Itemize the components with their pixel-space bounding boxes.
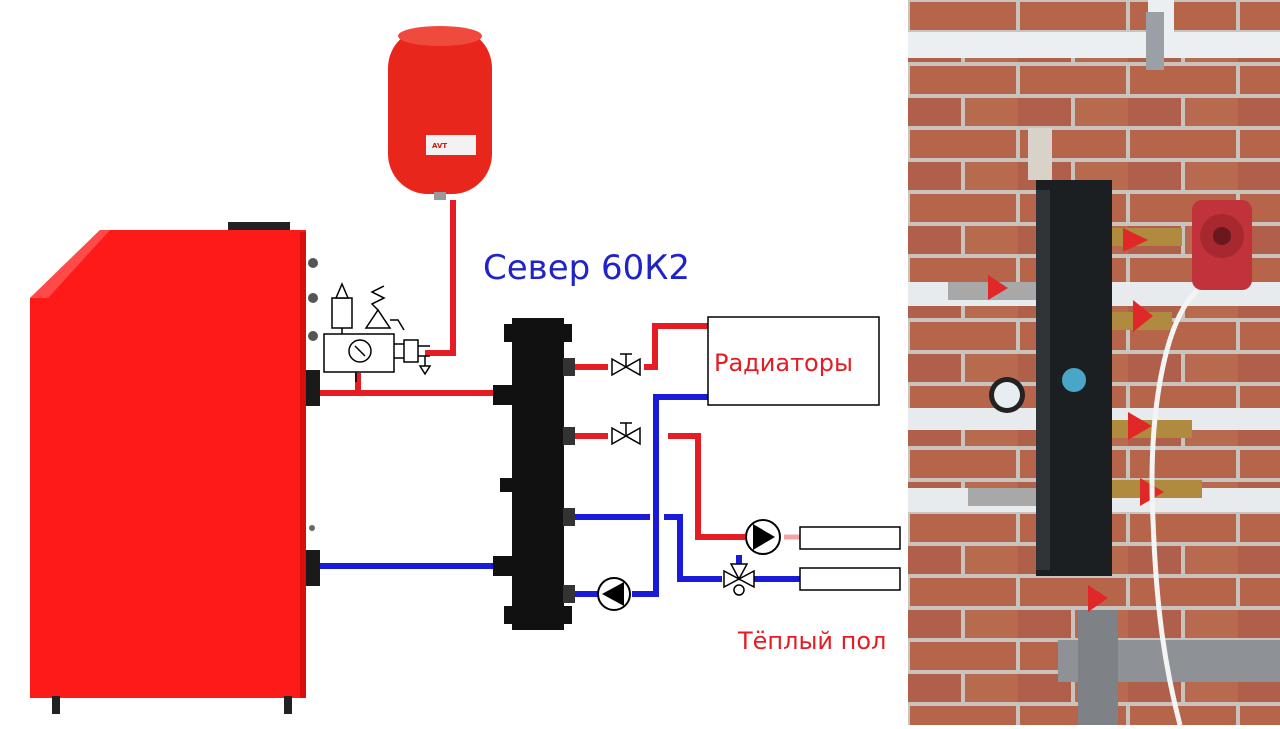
tank-brand-label: AVT [432, 142, 447, 150]
floor-loop-return [799, 567, 901, 591]
air-vent-icon [331, 297, 353, 329]
expansion-tank-icon: AVT [388, 26, 492, 200]
radiators-box [707, 316, 880, 406]
safety-group [323, 282, 432, 382]
collector-model-title: Север 60К2 [483, 248, 691, 288]
floor-loop-supply [799, 526, 901, 550]
return-pipes [320, 394, 800, 597]
ball-valve-icon [611, 422, 641, 446]
pump-icon [597, 577, 631, 611]
three-way-valve-icon [723, 563, 755, 596]
scheme-canvas: AVT [30, 26, 901, 714]
installation-photo [908, 0, 1280, 725]
ball-valve-icon [611, 353, 641, 377]
underfloor-heating-label: Тёплый пол [738, 627, 887, 655]
supply-pipes [320, 200, 745, 540]
photo-canvas [908, 0, 1280, 725]
hydraulic-collector [493, 318, 575, 630]
boiler [30, 222, 320, 714]
heating-scheme-diagram: AVT [30, 26, 901, 714]
pump-icon [745, 519, 781, 555]
radiators-label: Радиаторы [714, 349, 853, 377]
safety-valve-icon [364, 308, 392, 329]
